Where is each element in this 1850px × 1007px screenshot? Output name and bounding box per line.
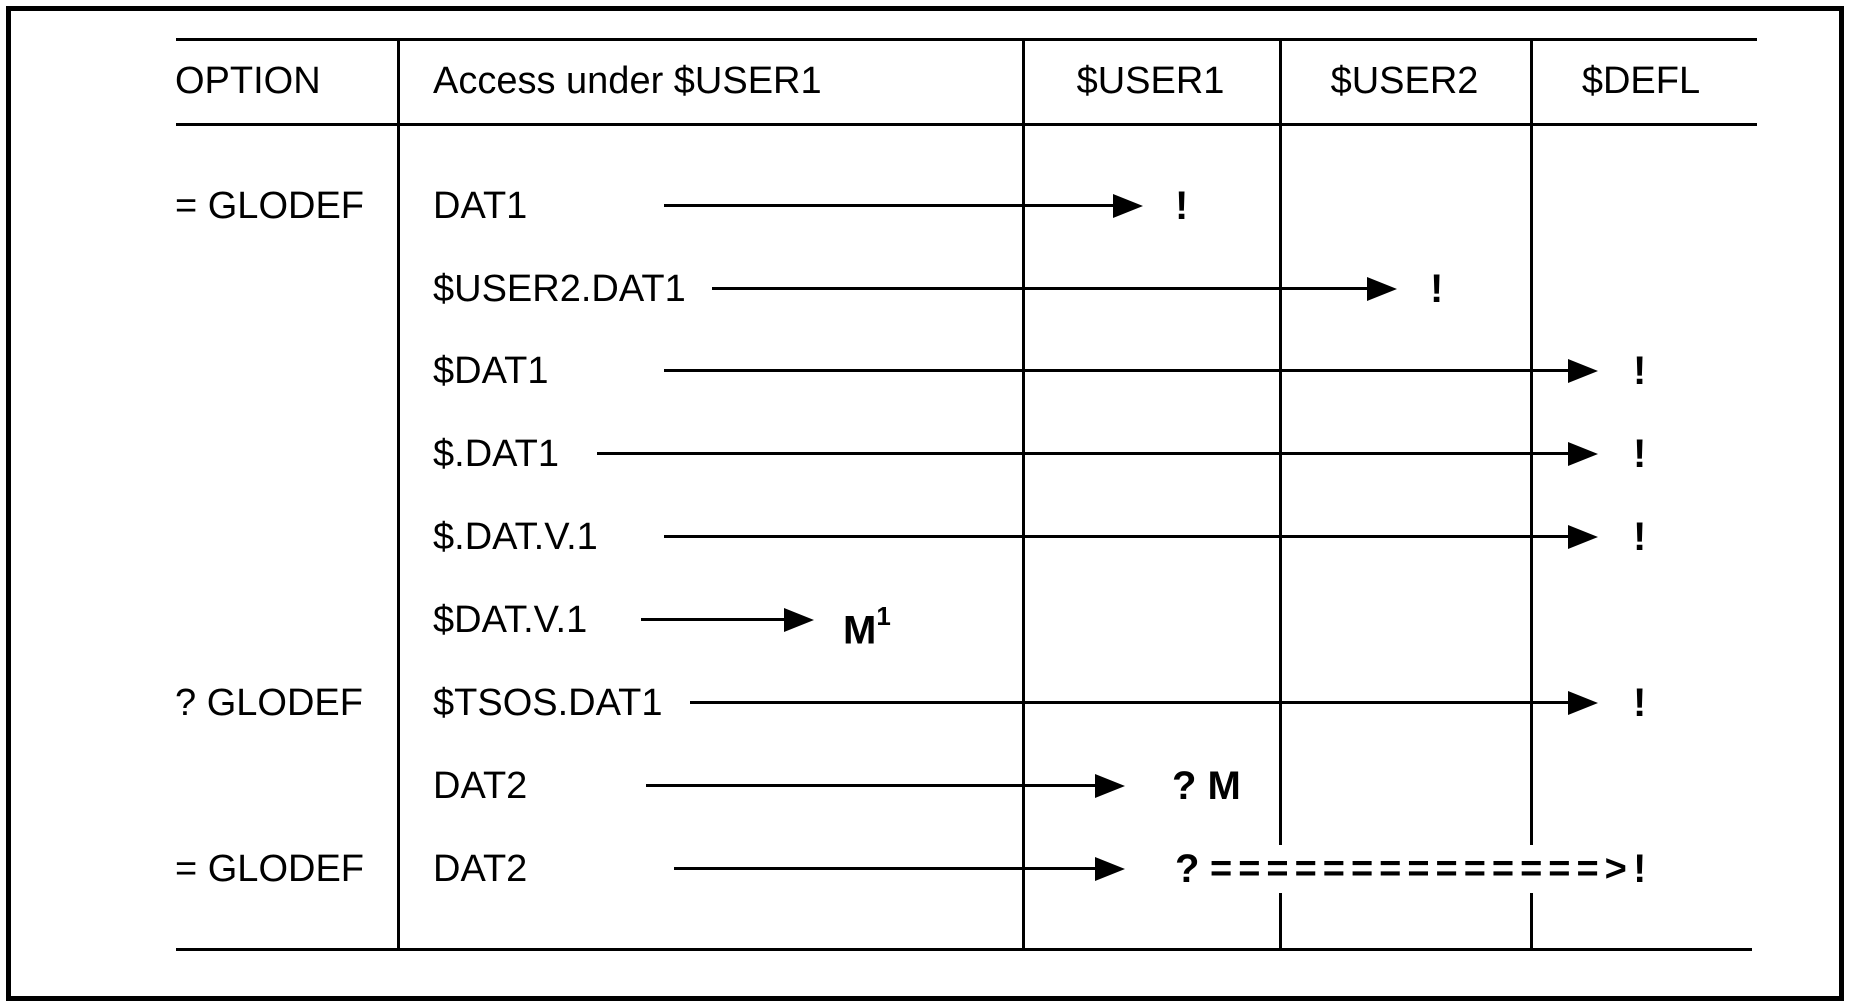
redirect-dashed-arrow: ==============> (1206, 845, 1637, 893)
divider-user2-defl (1530, 38, 1533, 951)
arrow (674, 867, 1099, 870)
arrowhead-icon (1568, 691, 1598, 715)
arrowhead-icon (1095, 857, 1125, 881)
access-label: $.DAT1 (433, 433, 560, 475)
result-label: ! (1633, 515, 1647, 559)
arrow (597, 452, 1572, 455)
access-label: $.DAT.V.1 (433, 516, 598, 558)
column-header-user2: $USER2 (1330, 60, 1479, 102)
arrow (712, 287, 1371, 290)
result-label: ! (1633, 349, 1647, 393)
arrowhead-icon (1113, 194, 1143, 218)
arrowhead-icon (1568, 525, 1598, 549)
table-top-rule (176, 38, 1757, 41)
result-label: ! (1633, 681, 1647, 725)
arrow (664, 204, 1117, 207)
access-label: DAT2 (433, 848, 528, 890)
arrowhead-icon (1095, 774, 1125, 798)
access-label: $DAT.V.1 (433, 599, 588, 641)
access-label: $USER2.DAT1 (433, 268, 686, 310)
option-label: = GLODEF (175, 185, 364, 227)
access-label: DAT1 (433, 185, 528, 227)
result-label: ? (1175, 847, 1200, 891)
arrowhead-icon (784, 608, 814, 632)
column-header-access: Access under $USER1 (433, 60, 822, 102)
divider-option-access (397, 38, 400, 951)
arrow (664, 535, 1572, 538)
divider-user1-user2 (1279, 38, 1282, 951)
column-header-user1: $USER1 (1076, 60, 1225, 102)
arrow (641, 618, 788, 621)
table-bottom-rule (176, 948, 1752, 951)
result-label: ? M (1172, 764, 1241, 808)
figure-border (6, 6, 1844, 1001)
divider-access-user1 (1022, 38, 1025, 951)
column-header-option: OPTION (175, 60, 321, 102)
arrow (690, 701, 1572, 704)
access-label: DAT2 (433, 765, 528, 807)
result-label: ! (1633, 432, 1647, 476)
arrowhead-icon (1367, 277, 1397, 301)
header-bottom-rule (176, 123, 1757, 126)
option-label: = GLODEF (175, 848, 364, 890)
access-label: $TSOS.DAT1 (433, 682, 663, 724)
arrow (646, 784, 1099, 787)
option-label: ? GLODEF (175, 682, 363, 724)
result-text: M (843, 608, 877, 653)
result-label: ! (1430, 267, 1444, 311)
arrow (664, 369, 1572, 372)
result-label: M1 (843, 600, 891, 650)
access-label: $DAT1 (433, 350, 549, 392)
result-label: ! (1175, 184, 1189, 228)
arrowhead-icon (1568, 442, 1598, 466)
arrowhead-icon (1568, 359, 1598, 383)
result-footnote-marker: 1 (876, 601, 891, 631)
column-header-defl: $DEFL (1581, 60, 1701, 102)
